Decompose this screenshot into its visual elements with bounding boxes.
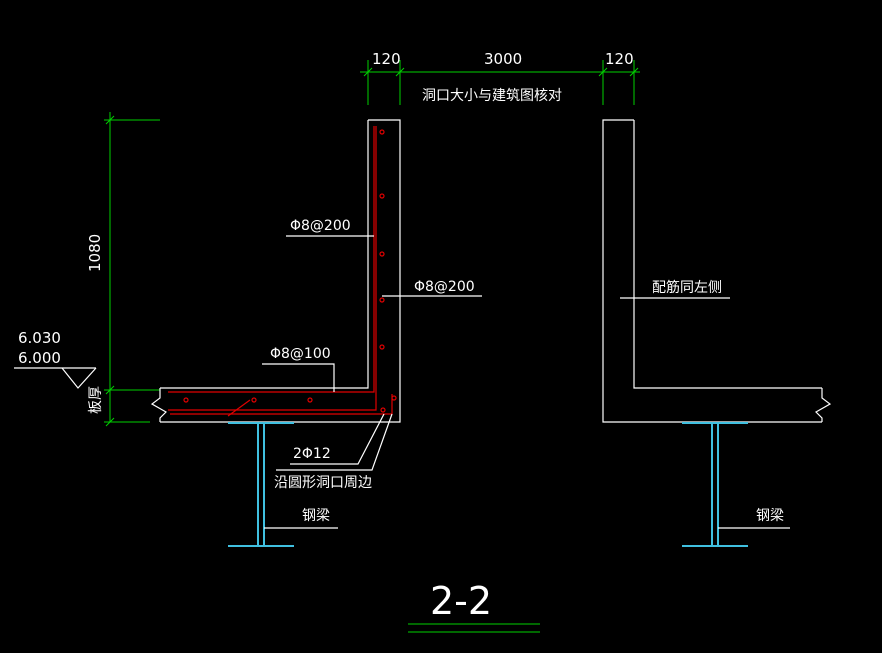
left-leaders: Φ8@200 Φ8@200 Φ8@100 2Φ12 沿圆形洞口周边 [262, 218, 482, 491]
rebar-slab-label: Φ8@100 [270, 346, 331, 362]
dim-height: 1080 [86, 234, 104, 272]
rebar-dots [183, 129, 397, 413]
rebar-wall-outer-label: Φ8@200 [414, 279, 475, 295]
rebar-wall-inner-label: Φ8@200 [290, 218, 351, 234]
right-wall-outline: 配筋同左侧 [602, 119, 832, 423]
left-rebar [168, 126, 397, 417]
elevation-top: 6.030 [18, 329, 61, 347]
left-steel-beam: 钢梁 [228, 422, 338, 547]
right-side-note: 配筋同左侧 [652, 279, 722, 296]
right-steel-beam: 钢梁 [682, 422, 790, 547]
dim-left-wall: 120 [372, 50, 401, 68]
elevation-bottom: 6.000 [18, 349, 61, 367]
opening-edge-label: 沿圆形洞口周边 [274, 475, 372, 491]
dim-right-wall: 120 [605, 50, 634, 68]
opening-note: 洞口大小与建筑图核对 [422, 88, 562, 104]
left-wall-outline [150, 119, 401, 423]
section-title: 2-2 [430, 579, 492, 623]
steel-beam-right-label: 钢梁 [756, 508, 784, 524]
top-dimension-chain: 120 3000 120 洞口大小与建筑图核对 [360, 50, 640, 105]
dim-opening: 3000 [484, 50, 522, 68]
slab-thickness-label: 板厚 [88, 386, 104, 414]
rebar-corner-label: 2Φ12 [293, 446, 331, 462]
height-dimension: 1080 板厚 [86, 112, 160, 427]
steel-beam-left-label: 钢梁 [302, 508, 330, 524]
section-title-block: 2-2 [408, 579, 540, 633]
elevation-mark: 6.030 6.000 [14, 329, 97, 389]
